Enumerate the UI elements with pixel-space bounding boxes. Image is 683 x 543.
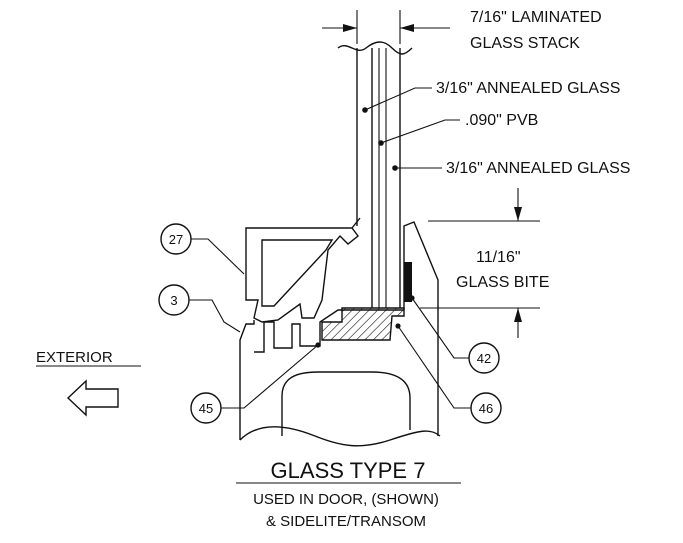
glass-bite-dimension [420,188,540,338]
callout-3 [158,284,241,333]
callout-45-text: 45 [199,401,213,416]
drawing-title: GLASS TYPE 7 [271,458,426,483]
glazing-stop [245,217,361,323]
label-bite-line1: 11/16" [476,249,521,266]
callout-46 [395,323,502,424]
label-stack-line2: GLASS STACK [470,35,580,52]
callout-45 [190,342,321,424]
exterior-label: EXTERIOR [36,349,113,366]
glazing-tape [404,262,412,302]
drawing-subtitle-1: USED IN DOOR, (SHOWN) [253,491,439,508]
setting-block [321,307,405,341]
label-annealed-glass-2: 3/16" ANNEALED GLASS [446,160,630,177]
drawing-subtitle-2: & SIDELITE/TRANSOM [266,513,426,530]
callout-3-text: 3 [170,293,177,308]
callout-42 [409,295,500,374]
callout-27 [160,223,245,275]
break-line-top [337,41,413,55]
label-stack-line1: 7/16" LAMINATED [470,9,602,26]
stack-dimension [322,10,450,44]
callout-46-text: 46 [479,401,493,416]
glass-stack [337,41,413,308]
callout-42-text: 42 [477,351,491,366]
frame-right-wall [403,221,439,412]
frame-left-wall [239,320,255,412]
glass-leaders [362,87,460,171]
callout-27-text: 27 [169,232,183,247]
frame-cavity [281,371,411,436]
label-annealed-glass-1: 3/16" ANNEALED GLASS [436,80,620,97]
door-frame [239,221,441,447]
exterior-arrow-icon [66,379,119,417]
label-pvb: .090" PVB [465,112,538,129]
label-bite-line2: GLASS BITE [456,274,549,291]
